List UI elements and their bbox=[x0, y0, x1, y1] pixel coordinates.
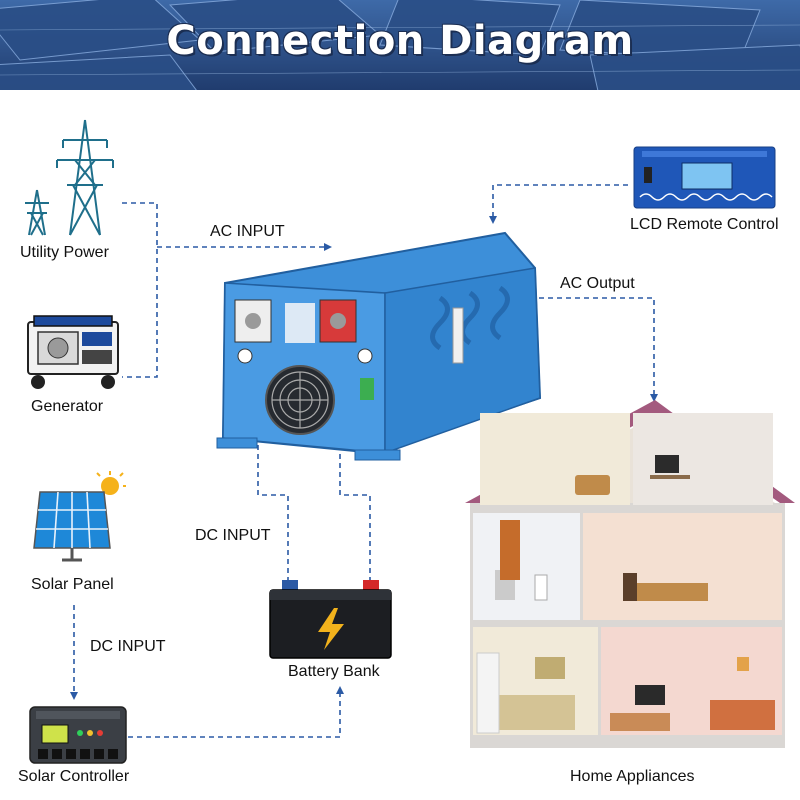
controller-battery-line bbox=[128, 686, 344, 738]
remote-line bbox=[489, 184, 628, 224]
battery-bank-label: Battery Bank bbox=[288, 663, 380, 680]
battery-neg-line bbox=[257, 445, 289, 580]
utility-line bbox=[122, 202, 158, 378]
battery-pos-line bbox=[339, 445, 371, 580]
solar-panel-label: Solar Panel bbox=[31, 576, 114, 593]
generator-label: Generator bbox=[31, 398, 104, 415]
home-appliances-label: Home Appliances bbox=[570, 768, 695, 785]
page-title: Connection Diagram bbox=[166, 18, 634, 64]
lcd-remote-label: LCD Remote Control bbox=[630, 216, 779, 233]
ac-input-label: AC INPUT bbox=[210, 223, 285, 240]
generator-icon bbox=[27, 315, 119, 389]
header-banner: Connection Diagram bbox=[0, 0, 800, 90]
power-tower-icon bbox=[25, 119, 114, 236]
solar-controller-label: Solar Controller bbox=[18, 768, 130, 785]
solar-array-background bbox=[0, 0, 800, 90]
ac-output-label: AC Output bbox=[560, 275, 635, 292]
ac-output-line bbox=[530, 297, 658, 402]
solar-controller-icon bbox=[29, 706, 127, 764]
inverter-icon bbox=[216, 231, 542, 461]
solar-panel-icon bbox=[33, 471, 126, 562]
lcd-remote-icon bbox=[633, 146, 776, 209]
house-icon bbox=[465, 400, 795, 748]
battery-icon bbox=[269, 580, 392, 659]
dc-input-battery-label: DC INPUT bbox=[195, 527, 271, 544]
utility-power-label: Utility Power bbox=[20, 244, 109, 261]
dc-input-solar-label: DC INPUT bbox=[90, 638, 166, 655]
